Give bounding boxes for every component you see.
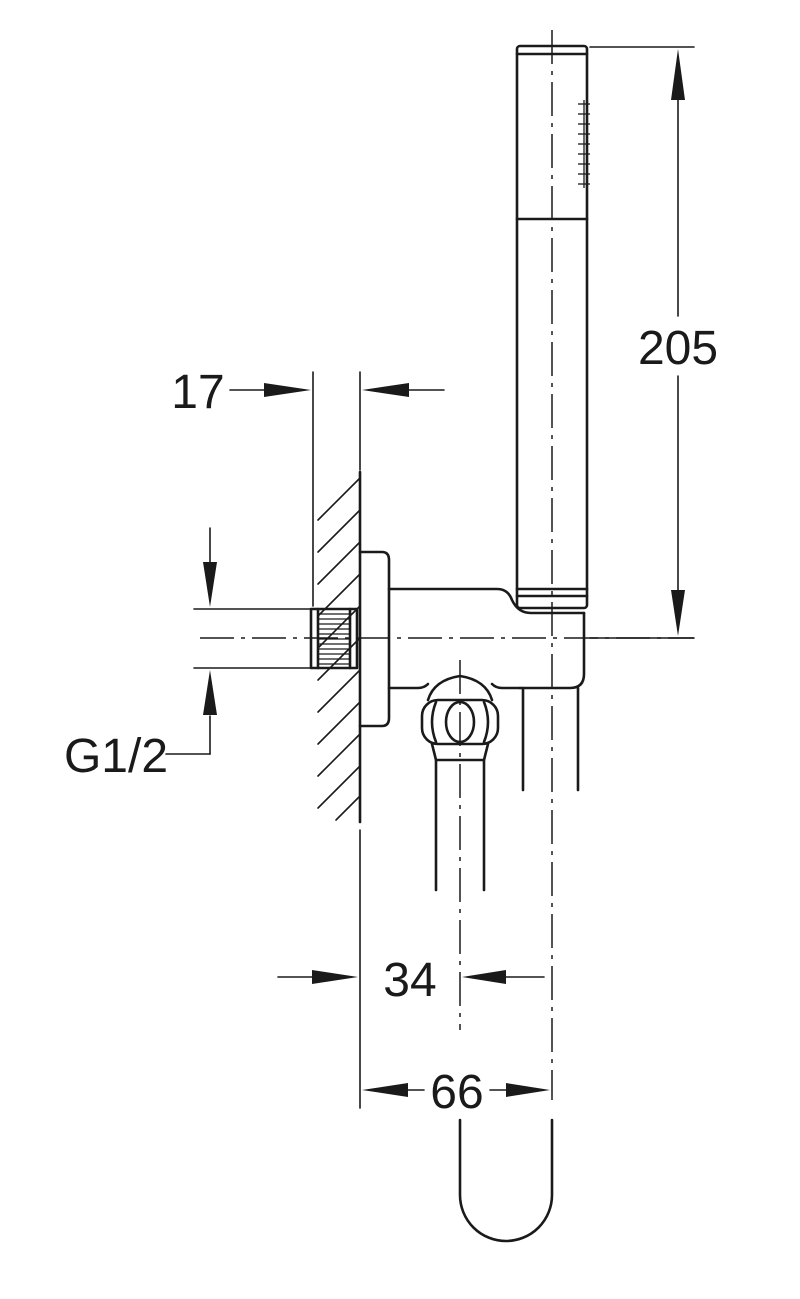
- dimension-g12: G1/2: [64, 527, 312, 783]
- hose-loop: [458, 1118, 554, 1243]
- dim-label-66: 66: [430, 1066, 483, 1119]
- wall-flange: [358, 550, 391, 728]
- dim-arrow-up: [671, 49, 685, 100]
- dim-arrow-left: [362, 383, 409, 397]
- dimension-66: 66: [362, 1066, 550, 1119]
- handset-handle-lower: [521, 686, 580, 792]
- dim-label-g12: G1/2: [64, 730, 168, 783]
- hose: [434, 758, 486, 892]
- dim-arrow-up-small: [203, 670, 217, 715]
- dim-arrow-right: [264, 383, 311, 397]
- dim-label-34: 34: [383, 954, 436, 1007]
- hand-shower: [515, 44, 590, 610]
- dim-arrow-right: [312, 970, 358, 984]
- dim-label-205: 205: [638, 322, 718, 375]
- dimension-34: 34: [277, 829, 545, 1109]
- dimension-205: 205: [589, 46, 718, 639]
- dim-arrow-right: [506, 1083, 550, 1097]
- dim-arrow-left: [462, 970, 506, 984]
- bracket-body: [387, 587, 586, 615]
- bracket-body-bottom-right: [490, 682, 522, 690]
- dim-arrow-down-small: [203, 562, 217, 607]
- bracket-right-end: [518, 611, 586, 690]
- dimension-17: 17: [171, 366, 445, 607]
- dim-arrow-left: [362, 1083, 408, 1097]
- spray-nozzles: [578, 100, 590, 188]
- dim-arrow-down: [671, 590, 685, 636]
- bracket-body-bottom: [387, 682, 430, 690]
- dim-label-17: 17: [171, 366, 224, 419]
